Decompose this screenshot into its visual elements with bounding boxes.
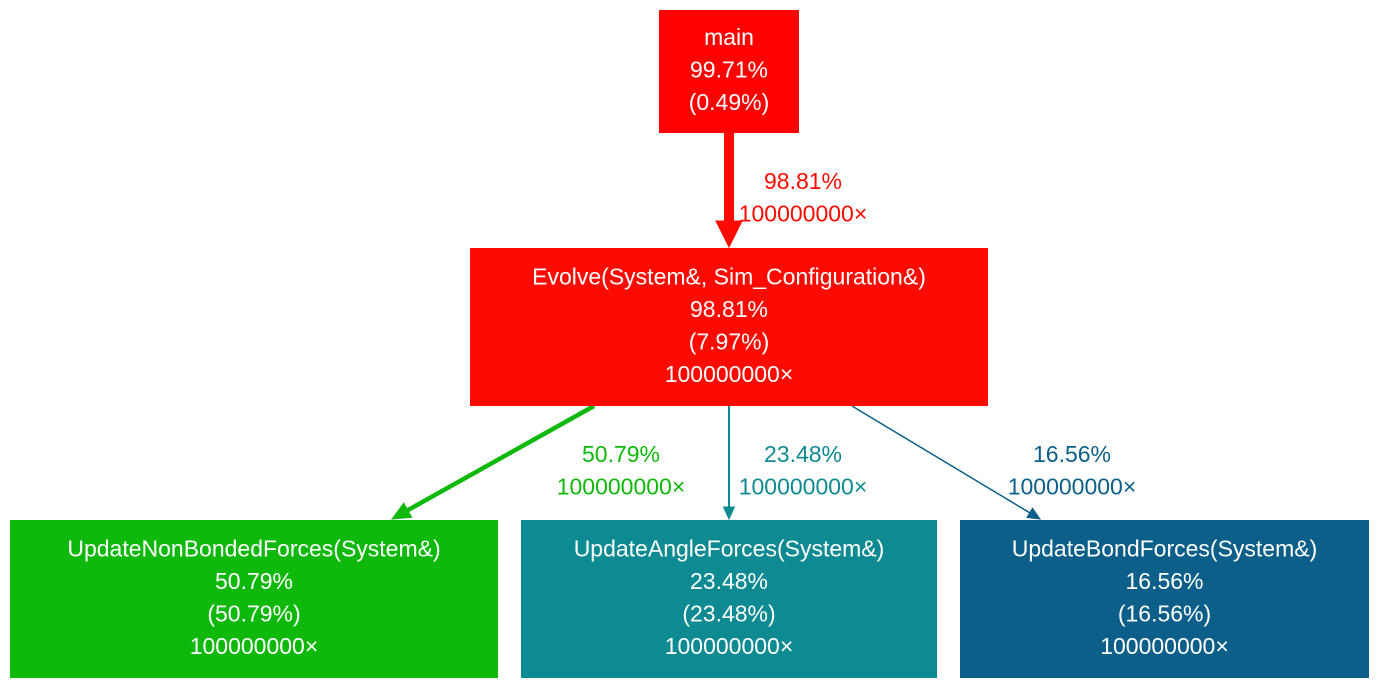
edge-calls: 100000000×: [739, 474, 868, 500]
node-box[interactable]: [659, 10, 799, 133]
node-total-percent: 98.81%: [690, 296, 768, 322]
node-self-percent: (0.49%): [689, 89, 770, 115]
node-calls: 100000000×: [665, 633, 794, 659]
node-name: UpdateBondForces(System&): [1012, 535, 1318, 561]
node-name: Evolve(System&, Sim_Configuration&): [532, 263, 926, 289]
node-calls: 100000000×: [190, 633, 319, 659]
node-total-percent: 23.48%: [690, 568, 768, 594]
edge-line: [851, 405, 1031, 514]
node-name: main: [704, 24, 754, 50]
edge-evolve-bond: 16.56% 100000000×: [851, 405, 1137, 520]
node-self-percent: (7.97%): [689, 328, 770, 354]
edge-line: [406, 404, 596, 513]
edge-calls: 100000000×: [557, 474, 686, 500]
node-box[interactable]: [960, 520, 1369, 678]
node-total-percent: 99.71%: [690, 57, 768, 83]
node-name: UpdateAngleForces(System&): [574, 535, 885, 561]
node-self-percent: (23.48%): [682, 600, 775, 626]
node-bond[interactable]: UpdateBondForces(System&) 16.56% (16.56%) 1…: [960, 520, 1369, 678]
arrowhead-icon: [1026, 507, 1042, 520]
arrowhead-icon: [390, 502, 413, 520]
edge-evolve-angle: 23.48% 100000000×: [722, 406, 868, 521]
edge-calls: 100000000×: [1008, 474, 1137, 500]
edge-calls: 100000000×: [739, 201, 868, 227]
node-evolve[interactable]: Evolve(System&, Sim_Configuration&) 98.81…: [470, 248, 988, 406]
edge-evolve-nonbonded: 50.79% 100000000×: [390, 404, 686, 520]
edge-percent: 98.81%: [764, 168, 842, 194]
node-total-percent: 16.56%: [1125, 568, 1203, 594]
arrowhead-icon: [715, 220, 743, 249]
nodes-layer: main 99.71% (0.49%) Evolve(System&, Sim_Con…: [10, 10, 1369, 678]
edge-percent: 50.79%: [582, 441, 660, 467]
node-total-percent: 50.79%: [215, 568, 293, 594]
node-angle[interactable]: UpdateAngleForces(System&) 23.48% (23.48%)…: [521, 520, 937, 678]
node-box[interactable]: [470, 248, 988, 406]
arrowhead-icon: [722, 506, 736, 521]
edge-main-evolve: 98.81% 100000000×: [715, 133, 868, 249]
node-calls: 100000000×: [1100, 633, 1229, 659]
node-self-percent: (50.79%): [207, 600, 300, 626]
node-calls: 100000000×: [665, 361, 794, 387]
node-box[interactable]: [10, 520, 498, 678]
node-name: UpdateNonBondedForces(System&): [67, 535, 440, 561]
edge-percent: 23.48%: [764, 441, 842, 467]
node-box[interactable]: [521, 520, 937, 678]
node-self-percent: (16.56%): [1118, 600, 1211, 626]
node-main[interactable]: main 99.71% (0.49%): [659, 10, 799, 133]
edge-percent: 16.56%: [1033, 441, 1111, 467]
node-nonbonded[interactable]: UpdateNonBondedForces(System&) 50.79% (50.…: [10, 520, 498, 678]
edges-layer: 98.81% 100000000× 50.79% 100000000× 23.48% 10…: [390, 133, 1137, 521]
